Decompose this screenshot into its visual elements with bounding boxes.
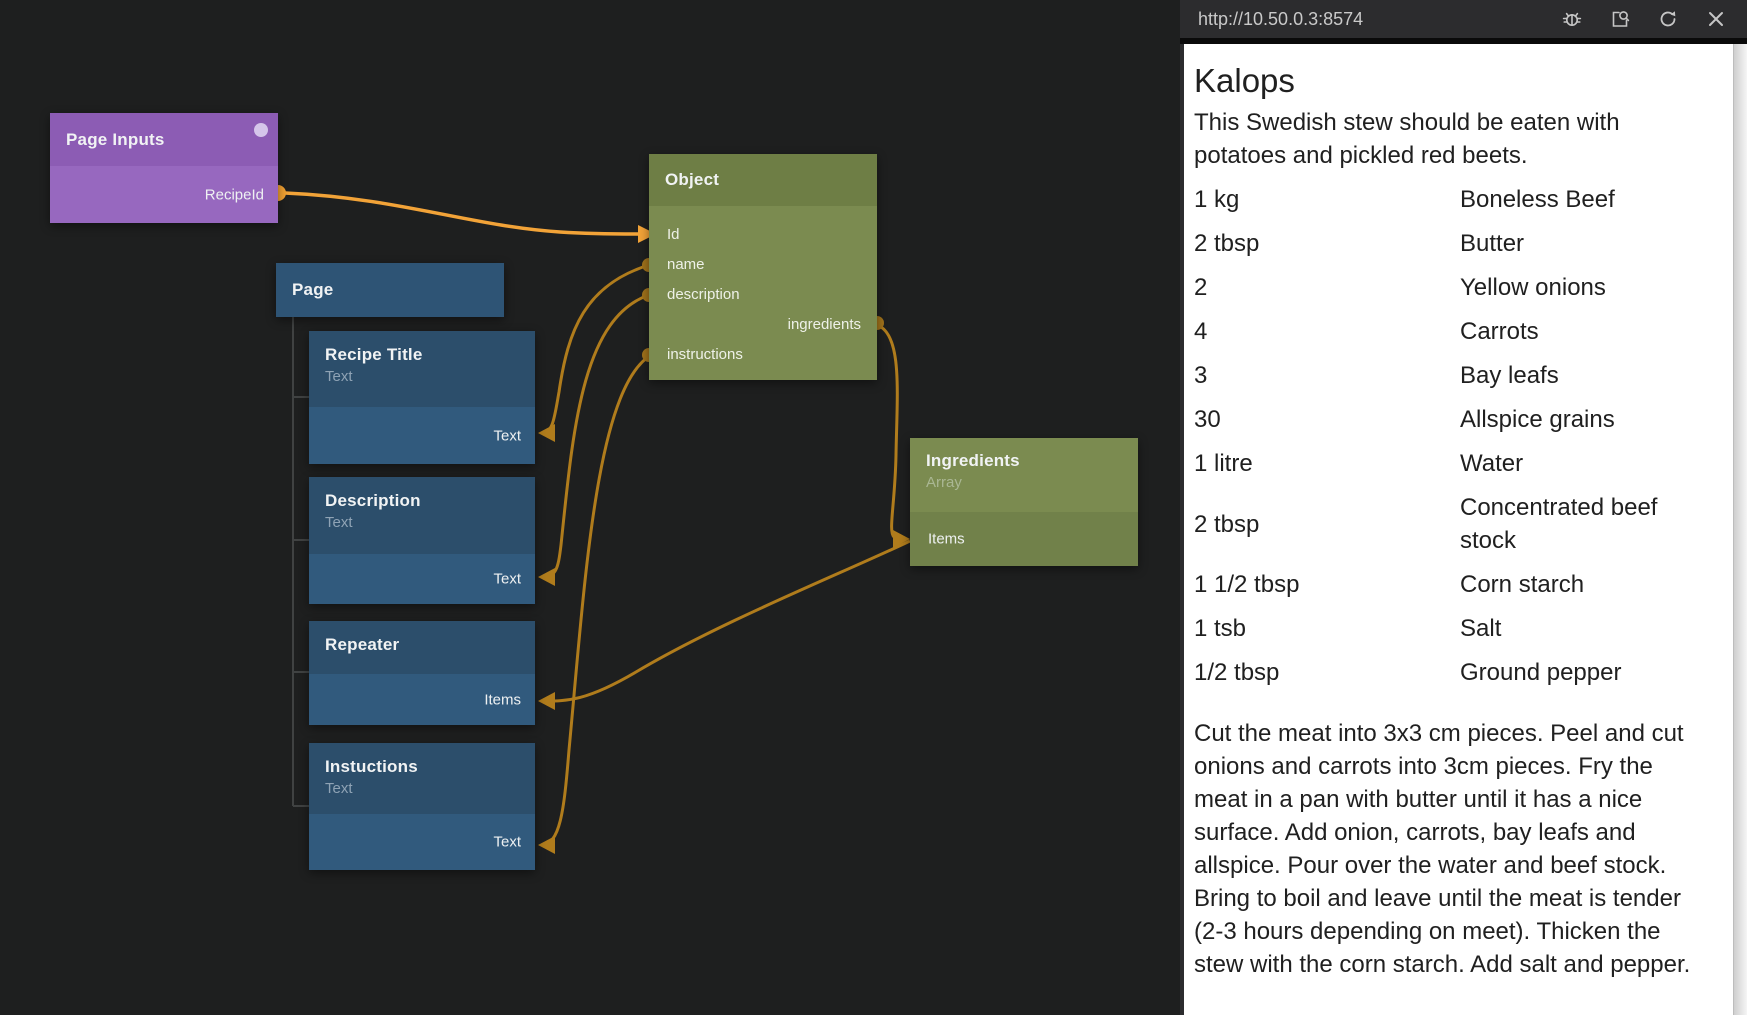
port-ingredients[interactable]: ingredients: [787, 315, 861, 333]
node-title: Page Inputs: [66, 129, 165, 149]
port-instructions[interactable]: instructions: [667, 345, 743, 363]
node-title: Recipe Title: [325, 345, 423, 364]
node-description[interactable]: Description Text Text: [309, 477, 535, 604]
node-recipe-title[interactable]: Recipe Title Text Text: [309, 331, 535, 464]
recipe-preview: Kalops This Swedish stew should be eaten…: [1184, 44, 1733, 1015]
preview-titlebar: http://10.50.0.3:8574: [1180, 0, 1747, 38]
ingredient-row: 2 tbsp Concentrated beef stock: [1194, 494, 1658, 554]
arrowhead-items: [893, 530, 910, 548]
wire-ingredients-to-items[interactable]: [876, 323, 899, 539]
node-subtitle: Text: [325, 368, 353, 385]
wire-items-to-repeater[interactable]: [540, 539, 911, 703]
wire-description-to-description[interactable]: [540, 293, 650, 579]
arrowhead-recipetitle: [538, 424, 555, 442]
node-page-inputs[interactable]: Page Inputs RecipeId: [50, 113, 278, 223]
ingredient-row: 1 litre Water: [1194, 450, 1524, 477]
node-subtitle: Text: [325, 514, 353, 531]
recipe-description: This Swedish stew should be eaten with p…: [1194, 109, 1620, 169]
recipe-title: Kalops: [1194, 62, 1295, 99]
arrowhead-description: [538, 568, 555, 586]
ingredient-row: 2 tbsp Butter: [1194, 230, 1525, 257]
scrollbar[interactable]: [1733, 44, 1747, 1015]
node-status-dot: [254, 123, 268, 137]
node-subtitle: Array: [926, 474, 962, 491]
ingredient-row: 2 Yellow onions: [1194, 274, 1606, 301]
node-title: Object: [665, 170, 720, 189]
node-instuctions[interactable]: Instuctions Text Text: [309, 743, 535, 870]
wire-name-to-recipetitle[interactable]: [540, 263, 650, 435]
node-title: Ingredients: [926, 451, 1020, 470]
wire-recipeid-to-id[interactable]: [284, 191, 639, 236]
debug-bug-icon[interactable]: [1561, 8, 1583, 30]
node-title: Description: [325, 491, 421, 510]
node-ingredients[interactable]: Ingredients Array Items: [910, 438, 1138, 566]
node-object[interactable]: Object Id name description ingredients i…: [649, 154, 877, 380]
port-text[interactable]: Text: [493, 833, 521, 851]
ingredient-row: 4 Carrots: [1194, 318, 1539, 345]
ingredient-row: 1 tsb Salt: [1194, 615, 1502, 642]
node-title: Repeater: [325, 635, 400, 654]
port-description[interactable]: description: [667, 285, 740, 303]
port-text[interactable]: Text: [493, 570, 521, 588]
url-text: http://10.50.0.3:8574: [1198, 8, 1364, 29]
arrowhead-instuctions: [538, 836, 555, 854]
node-page[interactable]: Page: [276, 263, 504, 317]
port-id[interactable]: Id: [667, 225, 680, 243]
port-recipeid[interactable]: RecipeId: [204, 186, 264, 203]
panel-divider: [1180, 38, 1747, 44]
ingredients-list: 1 kg Boneless Beef 2 tbsp Butter 2 Yello…: [1194, 178, 1719, 695]
node-title: Instuctions: [325, 757, 418, 776]
wire-instructions-to-instuctions[interactable]: [540, 353, 652, 847]
inspect-page-icon[interactable]: [1609, 8, 1631, 30]
preview-panel: http://10.50.0.3:8574: [1180, 0, 1747, 1015]
ingredient-row: 3 Bay leafs: [1194, 362, 1559, 389]
ingredient-row: 30 Allspice grains: [1194, 406, 1615, 433]
refresh-icon[interactable]: [1657, 8, 1679, 30]
port-text[interactable]: Text: [493, 427, 521, 444]
port-items[interactable]: Items: [484, 691, 521, 708]
node-subtitle: Text: [325, 780, 353, 797]
arrowhead-repeater: [538, 692, 555, 710]
port-name[interactable]: name: [667, 255, 705, 273]
recipe-instructions: Cut the meat into 3x3 cm pieces. Peel an…: [1194, 720, 1691, 978]
ingredient-row: 1 kg Boneless Beef: [1194, 186, 1615, 213]
ingredient-row: 1/2 tbsp Ground pepper: [1194, 659, 1622, 686]
hierarchy-line: [292, 317, 309, 807]
node-title: Page: [292, 280, 334, 299]
ingredient-row: 1 1/2 tbsp Corn starch: [1194, 571, 1585, 598]
port-items[interactable]: Items: [928, 530, 965, 548]
close-icon[interactable]: [1705, 8, 1727, 30]
node-repeater[interactable]: Repeater Items: [309, 621, 535, 725]
